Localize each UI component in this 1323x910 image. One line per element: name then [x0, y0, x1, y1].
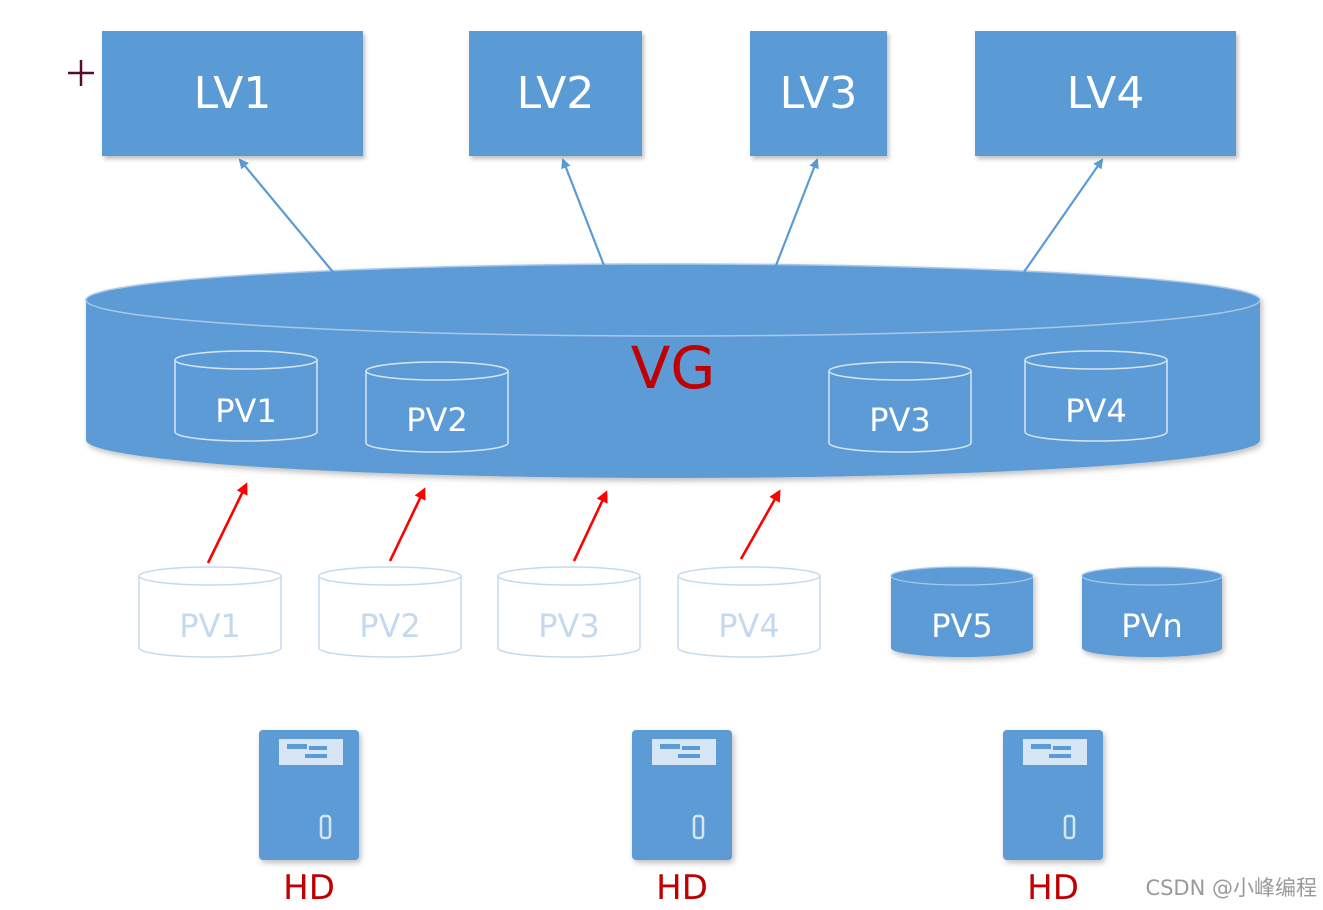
- pv-in-vg-4: PV4: [1024, 350, 1168, 442]
- hd-label: HD: [283, 868, 335, 908]
- lv-box-2: LV2: [469, 31, 642, 156]
- pv-pool-4: PV4: [677, 566, 821, 658]
- pv-in-vg-3: PV3: [828, 361, 972, 453]
- pv-pool-label: PVn: [1121, 607, 1182, 645]
- pv-arrows: [206, 482, 781, 564]
- pv-pool-1: PV1: [138, 566, 282, 658]
- pv-in-vg-1: PV1: [174, 350, 318, 442]
- arrow-vg-to-lv3: [773, 158, 819, 269]
- lv-box-1: LV1: [102, 31, 363, 156]
- lv-box-3: LV3: [750, 31, 887, 156]
- lv-label: LV3: [779, 68, 858, 119]
- pv-pool-label: PV5: [931, 607, 993, 645]
- arrow-pv3-to-vg: [572, 490, 608, 562]
- pv-pool-label: PV1: [179, 607, 241, 645]
- pv-pool-label: PV4: [718, 607, 780, 645]
- hard-disk-icon: [632, 730, 732, 860]
- lv-arrows: [238, 158, 1104, 273]
- arrow-pv2-to-vg: [388, 487, 426, 562]
- hard-disk-icon: [1003, 730, 1103, 860]
- pv-pool-3: PV3: [497, 566, 641, 658]
- arrow-vg-to-lv1: [238, 158, 334, 273]
- lv-label: LV4: [1066, 68, 1145, 119]
- arrow-vg-to-lv4: [1023, 158, 1104, 273]
- arrow-vg-to-lv2: [561, 158, 607, 269]
- arrow-pv1-to-vg: [206, 482, 248, 564]
- lv-label: LV2: [516, 68, 595, 119]
- pv-pool-2: PV2: [318, 566, 462, 658]
- vg-label: VG: [631, 334, 716, 402]
- lv-box-4: LV4: [975, 31, 1236, 156]
- pv-in-vg-label: PV3: [869, 401, 931, 439]
- pv-in-vg-label: PV4: [1065, 392, 1127, 430]
- hd-label: HD: [1027, 868, 1079, 908]
- hd-label: HD: [656, 868, 708, 908]
- arrow-pv4-to-vg: [739, 489, 781, 560]
- pv-in-vg-2: PV2: [365, 361, 509, 453]
- crosshair-cursor-icon: [68, 60, 94, 86]
- hard-disk-icon: [259, 730, 359, 860]
- pv-in-vg-label: PV1: [215, 392, 277, 430]
- watermark-text: CSDN @小峰编程: [1145, 876, 1317, 900]
- pv-in-vg-label: PV2: [406, 401, 468, 439]
- lv-label: LV1: [193, 68, 272, 119]
- pv-pool-n: PVn: [1081, 566, 1223, 657]
- volume-group-disk: [85, 263, 1261, 478]
- pv-pool-5: PV5: [890, 566, 1034, 657]
- pv-pool-label: PV2: [359, 607, 421, 645]
- pv-pool-label: PV3: [538, 607, 600, 645]
